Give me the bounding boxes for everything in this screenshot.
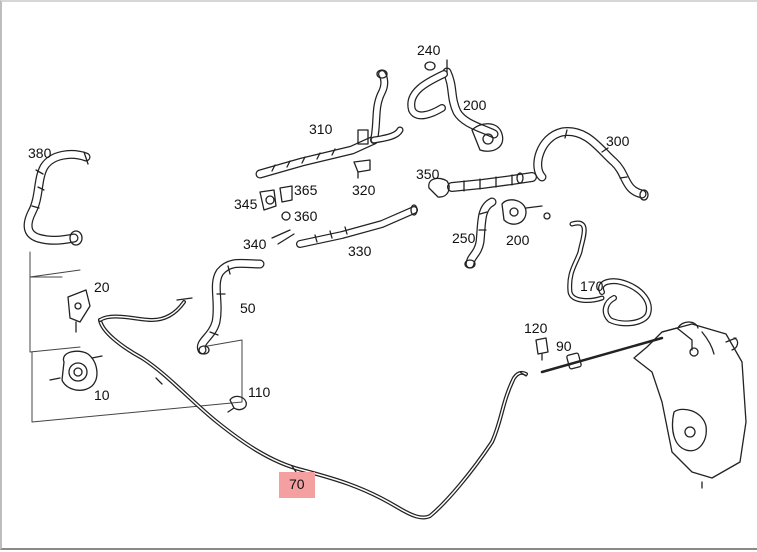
label-330: 330 — [348, 243, 372, 259]
label-240: 240 — [417, 42, 441, 58]
label-360: 360 — [294, 208, 318, 224]
expansion-tank — [633, 321, 747, 489]
label-310: 310 — [309, 121, 333, 137]
label-250: 250 — [452, 230, 476, 246]
label-320: 320 — [352, 182, 376, 198]
label-365: 365 — [294, 182, 318, 198]
label-380: 380 — [28, 145, 52, 161]
fitting-200-lower — [501, 199, 551, 225]
hose-300 — [533, 127, 649, 201]
label-200-lower: 200 — [506, 232, 530, 248]
label-345: 345 — [234, 196, 258, 212]
label-340: 340 — [243, 236, 267, 252]
assembly-bracket-lines — [29, 251, 243, 423]
clip-320 — [353, 159, 371, 179]
fitting-120 — [535, 337, 549, 361]
hose-250 — [464, 197, 497, 269]
label-110: 110 — [248, 384, 271, 400]
hose-380 — [23, 150, 91, 246]
label-200-upper: 200 — [463, 97, 487, 113]
hose-200-upper — [407, 59, 504, 152]
hose-170 — [567, 220, 652, 327]
label-170: 170 — [580, 278, 604, 294]
rod-90 — [540, 336, 664, 374]
label-120: 120 — [524, 320, 548, 336]
label-50: 50 — [240, 300, 256, 316]
hose-330 — [296, 204, 418, 248]
clips-110 — [227, 395, 247, 413]
label-90: 90 — [556, 338, 572, 354]
hose-350 — [428, 172, 537, 198]
label-70-highlighted[interactable]: 70 — [279, 472, 315, 498]
pump-10 — [49, 350, 103, 391]
line-70 — [98, 300, 528, 520]
label-350: 350 — [416, 166, 440, 182]
bracket-20 — [67, 289, 91, 333]
hose-310 — [255, 69, 404, 179]
label-10: 10 — [94, 387, 110, 403]
label-300: 300 — [606, 133, 630, 149]
hose-50 — [176, 258, 265, 355]
label-20: 20 — [94, 279, 110, 295]
fittings-345-365-360 — [259, 185, 295, 245]
